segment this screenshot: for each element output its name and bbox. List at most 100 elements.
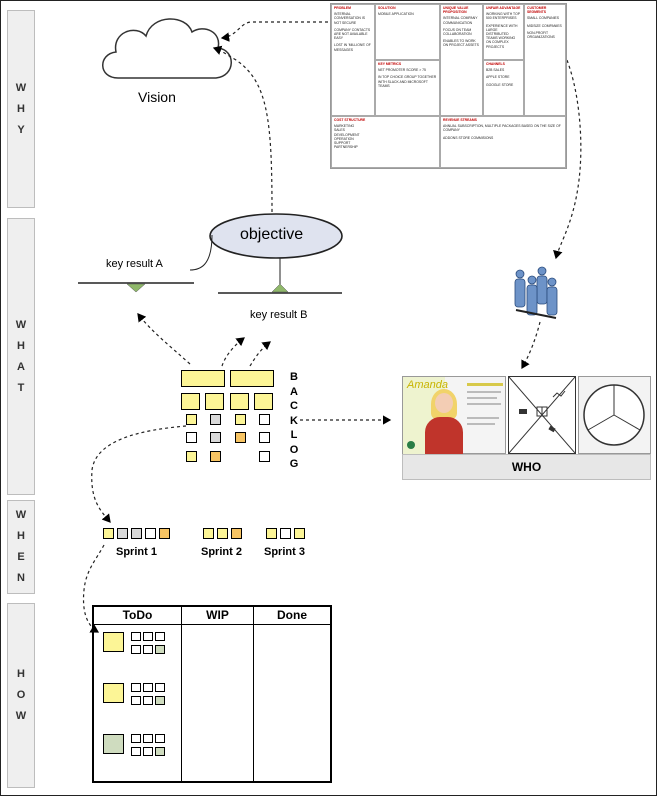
backlog-item-story [235, 414, 246, 425]
sprint-item [117, 528, 128, 539]
kanban-card-task [155, 734, 165, 743]
who-bar: WHO [402, 454, 651, 480]
persona-badge [407, 441, 415, 449]
key-result-a-marker [126, 283, 146, 293]
truck-icon [519, 409, 527, 414]
kanban-column-done: Done [254, 607, 330, 781]
sprint-item [217, 528, 228, 539]
kanban-card-task [131, 683, 141, 692]
backlog-item-feature [181, 393, 200, 410]
persona-text-line [467, 383, 503, 386]
persona-name: Amanda [407, 379, 448, 391]
kanban-card-task [131, 747, 141, 756]
arrow-people-to-who [521, 321, 541, 370]
key-result-a-connector [189, 234, 213, 271]
kanban-card-task [131, 645, 141, 654]
kanban-card-feature [103, 683, 124, 703]
backlog-item-story [210, 414, 221, 425]
persona-card: Amanda [402, 376, 506, 455]
kanban-board: ToDo WIP Done [92, 605, 332, 783]
backlog-item-story [259, 432, 270, 443]
persona-text-line [467, 403, 501, 405]
objective-ellipse [209, 213, 343, 259]
backlog-item-story [186, 432, 197, 443]
sprint-item [231, 528, 242, 539]
kanban-card-task [155, 683, 165, 692]
people-icon [514, 266, 558, 319]
arrow-backlog-to-sprint [91, 425, 187, 523]
kanban-column-wip: WIP [182, 607, 254, 781]
persona-text-line [467, 391, 501, 393]
kanban-card-task [155, 645, 165, 654]
backlog-item-feature [230, 393, 249, 410]
objective-label: objective [240, 226, 304, 243]
cloud-icon [102, 18, 232, 79]
arrow-backlog-to-krb-1 [221, 337, 245, 367]
backlog-item-story [235, 432, 246, 443]
sprint-item [131, 528, 142, 539]
customer-profile-canvas [578, 376, 651, 454]
sprint-1-label: Sprint 1 [116, 546, 157, 558]
backlog-item-story [259, 451, 270, 462]
sprint-item [280, 528, 291, 539]
persona-text-line [467, 423, 495, 425]
persona-text-line [467, 397, 497, 399]
lean-uvp: UNIQUE VALUE PROPOSITION INTERNAL COMPAN… [440, 4, 483, 116]
lean-revenue-streams: REVENUE STREAMS ANNUAL SUBSCRIPTION, MUL… [440, 116, 566, 168]
arrow-backlog-to-kra [137, 313, 191, 365]
sprint-item [294, 528, 305, 539]
lean-unfair-advantage: UNFAIR ADVANTAGE WORKING WITH TOP 500 EN… [483, 4, 524, 60]
persona-text-line [467, 417, 499, 419]
kanban-header-todo: ToDo [94, 607, 181, 625]
key-result-b-marker [271, 283, 289, 293]
kanban-card-task [131, 632, 141, 641]
persona-shirt [425, 417, 463, 455]
kanban-header-wip: WIP [182, 607, 253, 625]
chart-icon [552, 390, 566, 398]
backlog-item-feature [205, 393, 224, 410]
arrow-backlog-to-krb-2 [249, 341, 271, 367]
arrow-objective-to-vision [212, 45, 273, 213]
backlog-item-story [186, 451, 197, 462]
kanban-card-task [131, 734, 141, 743]
sprint-3-label: Sprint 3 [264, 546, 305, 558]
key-result-a-label: key result A [106, 258, 163, 270]
backlog-item-story [259, 414, 270, 425]
arrow-sprint-to-kanban [82, 544, 105, 633]
kanban-card-task [143, 683, 153, 692]
key-result-b-label: key result B [250, 309, 308, 321]
lean-problem: PROBLEM INTERNAL CONVERSATION IS NOT SEC… [331, 4, 375, 116]
kanban-card-task [155, 632, 165, 641]
sprint-item [103, 528, 114, 539]
backlog-item-story [210, 432, 221, 443]
arrow-canvas-to-vision [220, 21, 328, 42]
kanban-card-task [143, 632, 153, 641]
kanban-card-task [131, 696, 141, 705]
kanban-card-feature [103, 734, 124, 754]
backlog-item-story [210, 451, 221, 462]
sprint-item [159, 528, 170, 539]
backlog-item-feature [254, 393, 273, 410]
kanban-column-todo: ToDo [94, 607, 182, 781]
backlog-item-epic [230, 370, 274, 387]
vision-label: Vision [138, 89, 176, 105]
sprint-2-label: Sprint 2 [201, 546, 242, 558]
persona-face [435, 393, 453, 413]
kanban-card-task [143, 645, 153, 654]
kanban-card-task [143, 747, 153, 756]
value-map-diagram [509, 377, 575, 453]
kanban-card-task [143, 734, 153, 743]
customer-profile-diagram [583, 384, 645, 446]
sprint-item [266, 528, 277, 539]
value-proposition-canvas [508, 376, 576, 454]
backlog-item-story [186, 414, 197, 425]
kanban-card-task [155, 747, 165, 756]
